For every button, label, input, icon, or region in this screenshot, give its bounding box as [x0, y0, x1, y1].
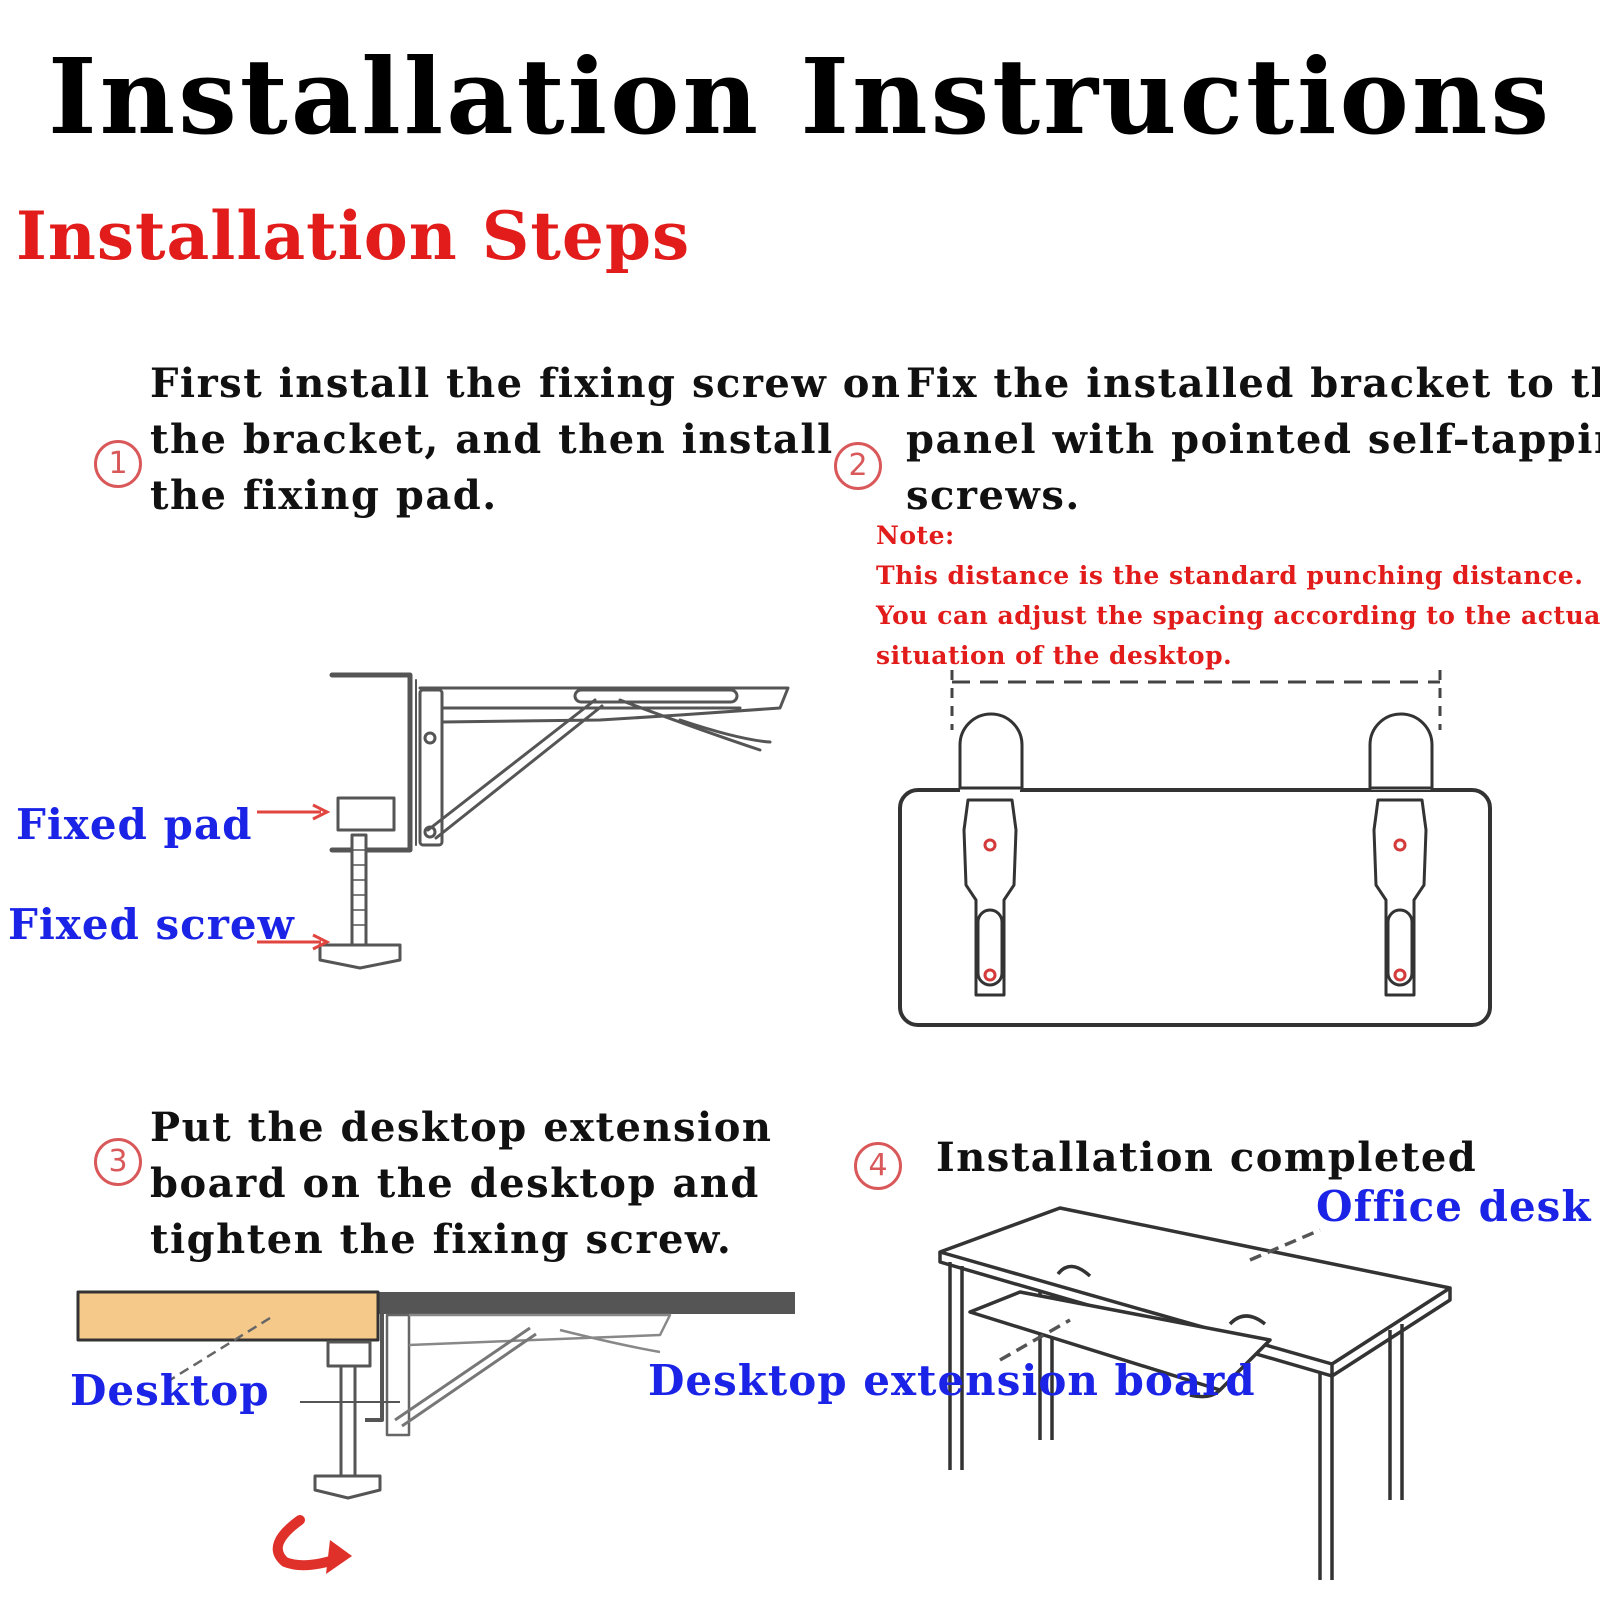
note-block: Note: This distance is the standard punc…: [876, 516, 1600, 676]
step-3-line: board on the desktop and: [150, 1160, 760, 1207]
note-line: This distance is the standard punching d…: [876, 561, 1584, 590]
step-number-4: 4: [854, 1142, 902, 1190]
step-4-line: Installation completed: [936, 1134, 1478, 1181]
step-3-text: Put the desktop extension board on the d…: [150, 1100, 772, 1268]
step-number-1: 1: [94, 440, 142, 488]
step-number-3: 3: [94, 1138, 142, 1186]
step-4-text: Installation completed: [936, 1130, 1477, 1186]
step-3-line: Put the desktop extension: [150, 1104, 773, 1151]
desk-figure: [938, 1206, 1452, 1580]
bracket-figure: [318, 672, 790, 970]
note-heading: Note:: [876, 521, 955, 550]
arrow-icon: [257, 933, 331, 951]
note-line: You can adjust the spacing according to …: [876, 601, 1600, 630]
step-1-line: the bracket, and then install: [150, 416, 834, 463]
step-2-text: Fix the installed bracket to the panel w…: [906, 356, 1600, 524]
step-3-line: tighten the fixing screw.: [150, 1216, 733, 1263]
page-title: Installation Instructions: [47, 35, 1553, 158]
panel-figure: [898, 670, 1492, 1027]
label-office-desk: Office desk: [1316, 1182, 1592, 1231]
step-2-line: panel with pointed self-tapping: [906, 416, 1600, 463]
step-number-2: 2: [834, 442, 882, 490]
step-2-line: screws.: [906, 472, 1081, 519]
step-2-line: Fix the installed bracket to the: [906, 360, 1600, 407]
step-1-line: the fixing pad.: [150, 472, 498, 519]
label-desktop: Desktop: [70, 1366, 270, 1415]
label-fixed-pad: Fixed pad: [16, 800, 253, 849]
label-desktop-extension-board: Desktop extension board: [648, 1356, 1256, 1405]
section-subtitle: Installation Steps: [16, 197, 691, 275]
step-1-line: First install the fixing screw on: [150, 360, 902, 407]
arrow-icon: [257, 803, 331, 821]
clamp-figure: [76, 1290, 795, 1574]
label-fixed-screw: Fixed screw: [8, 900, 295, 949]
note-line: situation of the desktop.: [876, 641, 1233, 670]
step-1-text: First install the fixing screw on the br…: [150, 356, 901, 524]
